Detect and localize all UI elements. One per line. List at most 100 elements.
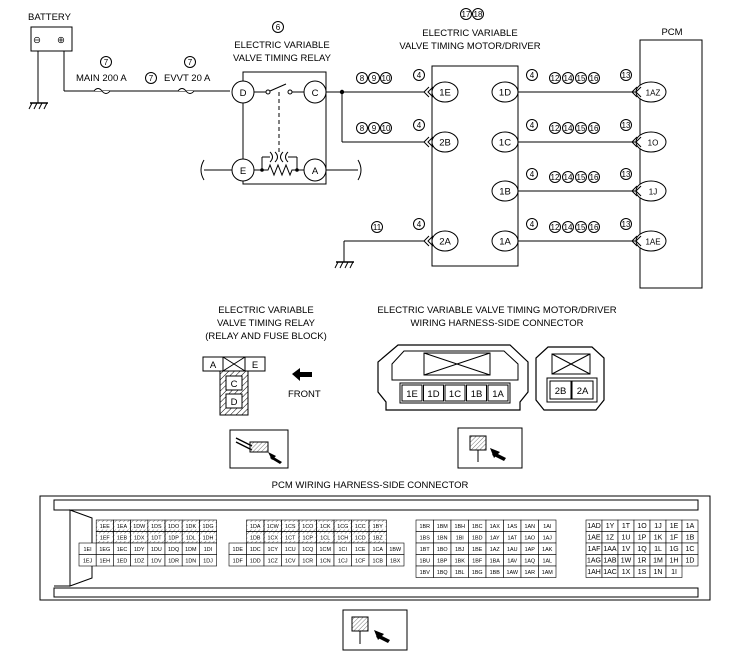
wire-note-relay-motor-1-8: 8 — [360, 124, 365, 133]
pcm-pin-1ay: 1AY — [490, 535, 500, 541]
motor-conn-cell-1a: 1A — [492, 389, 504, 400]
pcm-pin-1du: 1DU — [151, 547, 162, 553]
pcm-pin-1ax: 1AX — [490, 524, 501, 530]
relay-plug-icon — [229, 429, 289, 469]
pcm-terminal-1o: 1O — [648, 139, 659, 148]
relay-terminal-c: C — [312, 88, 319, 99]
pcm-pin-1bq: 1BQ — [437, 570, 448, 576]
pcm-pin-1di: 1DI — [204, 547, 212, 553]
wire-note-motor-pcm-3-14: 14 — [564, 223, 573, 232]
pcm-pin-1bs: 1BS — [420, 535, 431, 541]
relay-title-line2: VALVE TIMING RELAY — [233, 53, 332, 64]
pcm-pin-1bg: 1BG — [472, 570, 483, 576]
pcm-pin-1aj: 1AJ — [543, 535, 553, 541]
pcm-pin-1f: 1F — [670, 534, 678, 541]
pcm-pin-1cd: 1CD — [355, 535, 366, 541]
relay: 6 ELECTRIC VARIABLE VALVE TIMING RELAY D… — [200, 21, 362, 185]
pcm-pin-1ba: 1BA — [490, 558, 501, 564]
pcm-pin-1ag: 1AG — [587, 557, 601, 564]
pcm-pin-1de: 1DE — [233, 547, 244, 553]
conn-note-motor-right-0: 4 — [530, 71, 535, 80]
motor-to-pcm-wires — [516, 91, 638, 242]
pcm-pin-1as: 1AS — [507, 524, 518, 530]
pcm-pin-1do: 1DO — [168, 524, 179, 530]
pcm-pin-1cx: 1CX — [268, 535, 279, 541]
evvt-fuse-num: 7 — [188, 58, 193, 67]
pcm-pin-1a: 1A — [686, 523, 695, 530]
pcm-terminal-1j: 1J — [649, 188, 657, 197]
pcm-pin-1au: 1AU — [507, 547, 518, 553]
pcm-pin-1eg: 1EG — [99, 547, 110, 553]
pcm-pin-1ch: 1CH — [337, 535, 348, 541]
pcm-pin-1bw: 1BW — [389, 547, 402, 553]
pcm-pin-1dj: 1DJ — [203, 558, 213, 564]
pcm-pin-1an: 1AN — [525, 524, 536, 530]
pcm-pin-1cs: 1CS — [285, 524, 296, 530]
wire-note-motor-pcm-2-14: 14 — [564, 173, 573, 182]
pcm-pin-1y: 1Y — [606, 523, 615, 530]
pcm-pin-1ds: 1DS — [151, 524, 162, 530]
pcm-pin-1cu: 1CU — [285, 547, 296, 553]
battery: BATTERY ⊖ ⊕ — [28, 12, 73, 110]
pcm-pin-1df: 1DF — [233, 558, 244, 564]
motor-terminal-1d: 1D — [499, 88, 511, 99]
wire-note-ground: 11 — [373, 223, 382, 232]
pcm-pin-1bn: 1BN — [437, 535, 448, 541]
relay-num: 6 — [276, 23, 281, 32]
front-label: FRONT — [288, 389, 321, 400]
wire-note-motor-pcm-1-14: 14 — [564, 124, 573, 133]
motor-ground-icon — [334, 261, 354, 269]
pcm-pin-1v: 1V — [622, 546, 631, 553]
pcm-pin-1be: 1BE — [472, 547, 483, 553]
pcm-pin-1ad: 1AD — [587, 523, 601, 530]
evvt-fuse: 7 EVVT 20 A — [164, 56, 211, 94]
pcm-pin-1da: 1DA — [250, 524, 261, 530]
motor-terminal-1e: 1E — [439, 88, 451, 99]
motor-conn-cell-1e: 1E — [406, 389, 418, 400]
motor-conn-cell-1c: 1C — [449, 389, 461, 400]
pcm-pin-1bp: 1BP — [437, 558, 448, 564]
pcm-pin-1cg: 1CG — [337, 524, 348, 530]
pcm-pin-1co: 1CO — [302, 524, 313, 530]
pcm-pin-1t: 1T — [622, 523, 631, 530]
relay-title-line1: ELECTRIC VARIABLE — [234, 40, 329, 51]
wire-note-motor-pcm-2-16: 16 — [590, 173, 599, 182]
pcm-pin-1dc: 1DC — [250, 547, 261, 553]
pcm-pin-1aq: 1AQ — [524, 558, 535, 564]
motor-terminal-2a: 2A — [439, 237, 451, 248]
front-arrow-icon — [292, 368, 312, 381]
main-fuse: 7 MAIN 200 A — [76, 56, 127, 94]
pcm-pin-1ao: 1AO — [524, 535, 535, 541]
pcm-pin-1cm: 1CM — [320, 547, 332, 553]
pcm-pin-1dk: 1DK — [186, 524, 197, 530]
pcm-pin-1bd: 1BD — [472, 535, 483, 541]
pcm-pin-1cf: 1CF — [355, 558, 366, 564]
pcm-pin-1ci: 1CI — [339, 547, 347, 553]
pcm-pin-1j: 1J — [654, 523, 661, 530]
pcm-pin-1bx: 1BX — [390, 558, 401, 564]
motor-conn-cell-1d: 1D — [427, 389, 439, 400]
pcm-pin-1dp: 1DP — [168, 535, 179, 541]
relay-block-cell-a: A — [210, 360, 217, 371]
conn-note-motor-left-0: 4 — [417, 71, 422, 80]
motor-connector-view: ELECTRIC VARIABLE VALVE TIMING MOTOR/DRI… — [377, 305, 617, 469]
conn-note-motor-right-2: 4 — [530, 170, 535, 179]
conn-note-motor-left-1: 4 — [417, 121, 422, 130]
pcm-pin-1ej: 1EJ — [83, 558, 93, 564]
motor-connector-title-line1: ELECTRIC VARIABLE VALVE TIMING MOTOR/DRI… — [377, 305, 616, 316]
pcm-pin-1l: 1L — [654, 546, 662, 553]
main-fuse-label: MAIN 200 A — [76, 73, 127, 84]
pcm-pin-1db: 1DB — [250, 535, 261, 541]
pcm-pin-1eb: 1EB — [117, 535, 128, 541]
conn-note-pcm-2: 13 — [622, 170, 631, 179]
pcm-pin-1bh: 1BH — [455, 524, 466, 530]
wire-note-motor-pcm-3-12: 12 — [551, 223, 560, 232]
mid-note: 7 — [145, 72, 157, 84]
battery-minus-icon: ⊖ — [33, 35, 41, 46]
pcm-pin-1h: 1H — [670, 557, 679, 564]
pcm-pin-1w: 1W — [621, 557, 632, 564]
battery-ground-icon — [28, 102, 48, 110]
relay-terminal-a: A — [312, 166, 319, 177]
pcm-pin-1ac: 1AC — [603, 569, 617, 576]
